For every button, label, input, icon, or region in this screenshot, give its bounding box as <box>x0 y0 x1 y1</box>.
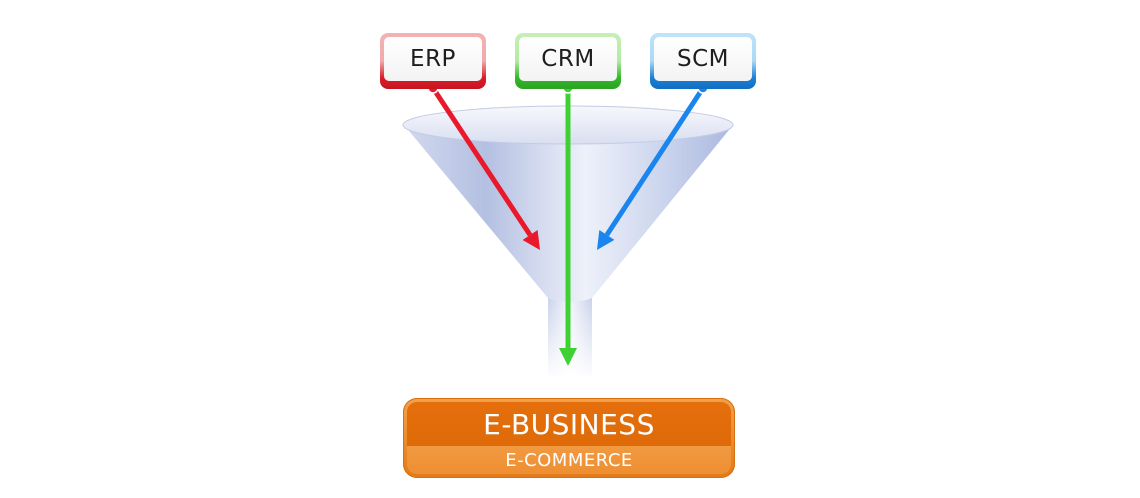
result-box: E-BUSINESS E-COMMERCE <box>403 398 735 478</box>
erp-arrow-head <box>522 230 540 250</box>
erp-label: ERP <box>384 37 482 81</box>
scm-label: SCM <box>654 37 752 81</box>
scm-arrow-head <box>597 230 615 250</box>
scm-arrow-line <box>604 86 706 237</box>
erp-box: ERP <box>380 33 486 89</box>
erp-arrow-line <box>430 86 533 237</box>
result-subtitle: E-COMMERCE <box>407 446 731 474</box>
crm-label: CRM <box>519 37 617 81</box>
result-title: E-BUSINESS <box>407 402 731 446</box>
crm-arrow-head <box>559 348 577 366</box>
crm-box: CRM <box>515 33 621 89</box>
scm-box: SCM <box>650 33 756 89</box>
